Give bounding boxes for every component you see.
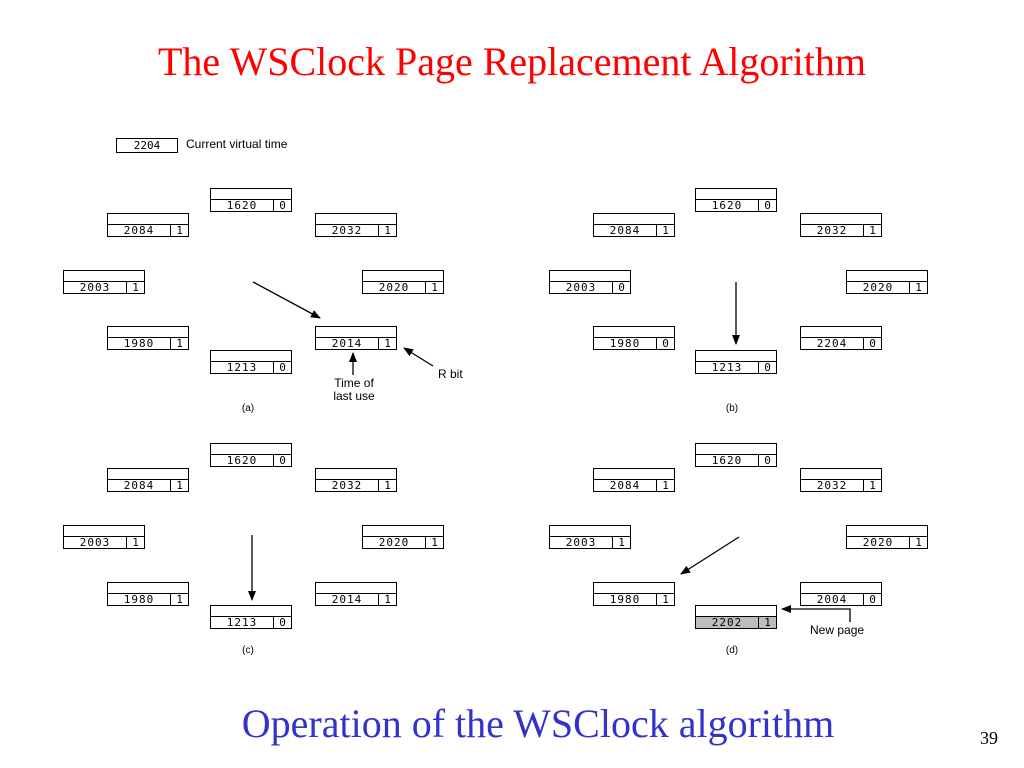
- panel-label: (d): [725, 645, 739, 656]
- clock-hand-arrow: [680, 536, 740, 575]
- time-of-last-use-label: Time of last use: [333, 376, 375, 403]
- current-virtual-time-label: Current virtual time: [186, 137, 288, 151]
- page-number: 39: [980, 728, 998, 748]
- clock-hand-arrow: [252, 281, 321, 319]
- r-bit-arrow: [403, 347, 434, 367]
- panel-label: (a): [241, 403, 255, 414]
- slide-title: The WSClock Page Replacement Algorithm: [157, 39, 866, 84]
- current-virtual-time-value: 2204: [116, 138, 178, 153]
- slide-caption: Operation of the WSClock algorithm: [241, 701, 835, 746]
- new-page-arrow: [781, 605, 851, 622]
- panel-label: (c): [242, 645, 254, 656]
- r-bit-label: R bit: [438, 367, 463, 381]
- panel-label: (b): [725, 403, 739, 414]
- new-page-label: New page: [810, 623, 865, 637]
